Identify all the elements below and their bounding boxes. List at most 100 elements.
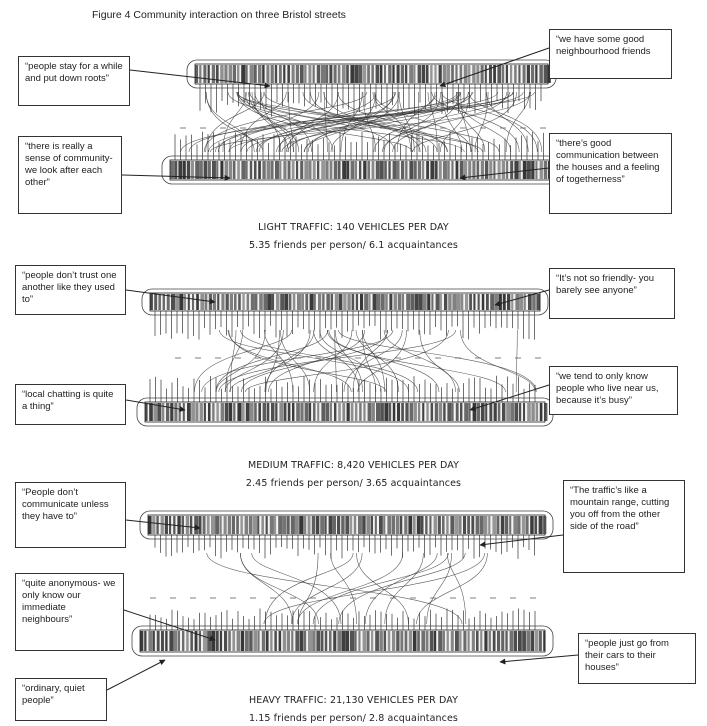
house-medium-bottom	[447, 403, 451, 421]
house-medium-top	[473, 294, 475, 310]
house-medium-bottom	[527, 403, 531, 421]
house-heavy-top	[303, 516, 306, 534]
house-heavy-bottom	[468, 631, 470, 651]
house-medium-bottom	[317, 403, 319, 421]
house-light-bottom	[502, 161, 505, 179]
house-heavy-top	[354, 516, 356, 534]
link-cross-heavy	[339, 553, 466, 624]
house-medium-bottom	[326, 403, 330, 421]
house-medium-top	[263, 294, 267, 310]
house-medium-bottom	[531, 403, 534, 421]
house-heavy-bottom	[279, 631, 282, 651]
house-heavy-top	[425, 516, 427, 534]
house-heavy-bottom	[161, 631, 164, 651]
house-medium-bottom	[431, 403, 433, 421]
house-heavy-bottom	[283, 631, 286, 651]
house-medium-bottom	[502, 403, 505, 421]
house-medium-bottom	[288, 403, 291, 421]
house-medium-top	[486, 294, 489, 310]
house-heavy-top	[526, 516, 529, 534]
house-light-bottom	[481, 161, 484, 179]
house-light-top	[245, 65, 247, 83]
house-heavy-bottom	[207, 631, 211, 651]
house-heavy-bottom	[417, 631, 420, 651]
house-light-bottom	[300, 161, 303, 179]
house-heavy-bottom	[518, 631, 522, 651]
house-medium-bottom	[498, 403, 501, 421]
house-medium-top	[444, 294, 447, 310]
house-medium-bottom	[506, 403, 510, 421]
house-medium-top	[478, 294, 480, 310]
house-medium-bottom	[149, 403, 153, 421]
quote-heavy-1: “People don’t communicate unless they ha…	[15, 482, 126, 548]
house-light-bottom	[351, 161, 355, 179]
house-medium-bottom	[191, 403, 195, 421]
house-light-top	[308, 65, 311, 83]
house-heavy-top	[400, 516, 402, 534]
link-cross-light	[341, 92, 362, 152]
house-light-top	[329, 65, 332, 83]
house-medium-bottom	[414, 403, 417, 421]
house-medium-bottom	[426, 403, 428, 421]
house-heavy-top	[240, 516, 243, 534]
house-light-top	[439, 65, 442, 83]
house-heavy-top	[194, 516, 198, 534]
house-heavy-top	[417, 516, 421, 534]
house-heavy-top	[438, 516, 441, 534]
house-medium-bottom	[242, 403, 245, 421]
house-medium-bottom	[313, 403, 316, 421]
house-medium-top	[427, 294, 430, 310]
house-heavy-bottom	[413, 631, 416, 651]
house-heavy-top	[274, 516, 276, 534]
house-medium-top	[377, 294, 381, 310]
house-light-top	[380, 65, 383, 83]
house-heavy-bottom	[476, 631, 479, 651]
house-light-bottom	[195, 161, 199, 179]
house-light-top	[447, 65, 450, 83]
house-medium-top	[196, 294, 199, 310]
house-medium-bottom	[250, 403, 254, 421]
house-heavy-bottom	[169, 631, 173, 651]
house-medium-top	[490, 294, 494, 310]
house-medium-top	[217, 294, 219, 310]
house-heavy-bottom	[174, 631, 178, 651]
house-light-bottom	[355, 161, 357, 179]
house-heavy-top	[484, 516, 487, 534]
house-heavy-bottom	[354, 631, 356, 651]
house-light-top	[292, 65, 295, 83]
house-heavy-bottom	[241, 631, 244, 651]
house-medium-top	[221, 294, 224, 310]
house-heavy-bottom	[447, 631, 449, 651]
house-medium-top	[402, 294, 404, 310]
house-heavy-bottom	[262, 631, 266, 651]
house-medium-bottom	[200, 403, 203, 421]
house-light-top	[514, 65, 516, 83]
house-light-top	[506, 65, 508, 83]
house-light-bottom	[262, 161, 265, 179]
quote-light-4: “there’s good communication between the …	[549, 133, 672, 214]
quote-light-2: “we have some good neighbourhood friends	[549, 29, 672, 79]
house-medium-top	[200, 294, 204, 310]
house-medium-bottom	[443, 403, 445, 421]
house-medium-bottom	[284, 403, 287, 421]
house-heavy-top	[333, 516, 336, 534]
house-light-bottom	[380, 161, 384, 179]
house-heavy-top	[383, 516, 385, 534]
house-medium-top	[276, 294, 279, 310]
house-light-top	[523, 65, 526, 83]
link-cross-medium	[219, 330, 456, 392]
house-heavy-bottom	[463, 631, 466, 651]
house-heavy-bottom	[287, 631, 290, 651]
house-heavy-top	[371, 516, 373, 534]
house-heavy-bottom	[459, 631, 461, 651]
house-heavy-top	[530, 516, 533, 534]
house-medium-top	[331, 294, 333, 310]
house-heavy-bottom	[165, 631, 167, 651]
house-medium-top	[280, 294, 284, 310]
house-heavy-top	[421, 516, 424, 534]
house-light-bottom	[317, 161, 319, 179]
house-medium-bottom	[292, 403, 294, 421]
house-light-top	[497, 65, 501, 83]
quote-medium-2: “It’s not so friendly- you barely see an…	[549, 268, 675, 319]
house-heavy-top	[513, 516, 517, 534]
